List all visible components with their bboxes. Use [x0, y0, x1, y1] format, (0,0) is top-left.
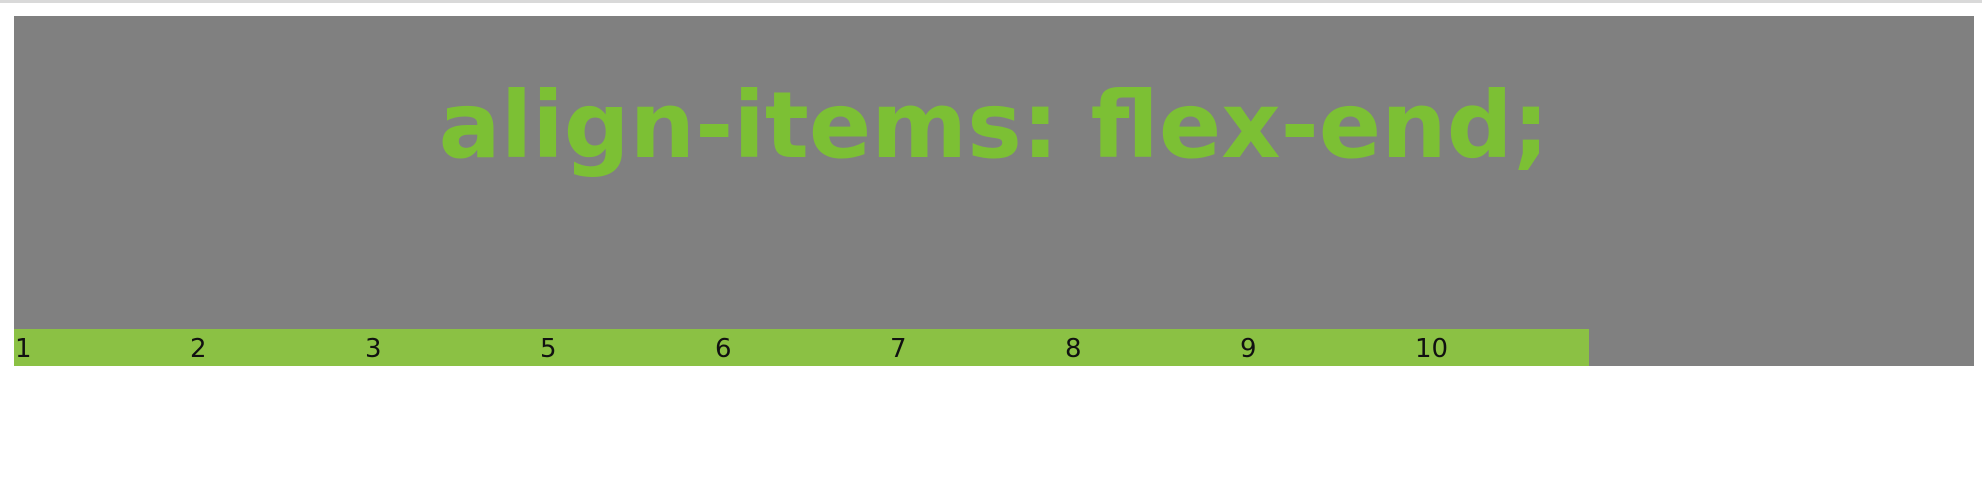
flex-item-1: 1 — [15, 334, 32, 364]
flex-item-5: 5 — [540, 334, 557, 364]
flex-item-2: 2 — [190, 334, 207, 364]
flex-item-10: 10 — [1415, 334, 1449, 364]
flex-item-3: 3 — [365, 334, 382, 364]
flex-items-row: 1 2 3 5 6 7 8 9 10 — [14, 329, 1589, 366]
flex-item-6: 6 — [715, 334, 732, 364]
flex-demo-container: align-items: flex-end; 1 2 3 5 6 7 8 9 1… — [14, 16, 1974, 366]
flex-item-8: 8 — [1065, 334, 1082, 364]
flex-item-9: 9 — [1240, 334, 1257, 364]
top-divider — [0, 0, 1982, 3]
demo-title: align-items: flex-end; — [438, 72, 1550, 179]
flex-item-7: 7 — [890, 334, 907, 364]
